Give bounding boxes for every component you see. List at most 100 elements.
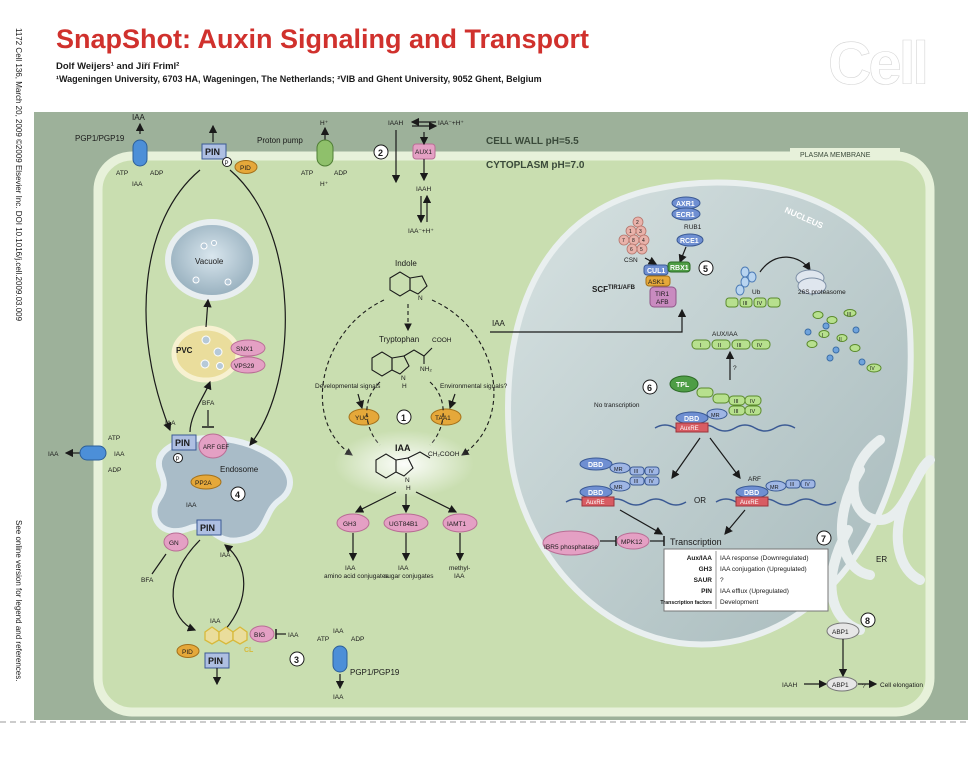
h-top: H⁺ (320, 120, 329, 127)
arf-iv-a-label: IV (649, 469, 654, 475)
plasma-membrane-tag (790, 148, 900, 159)
mr-al (609, 480, 631, 492)
environmental-signals: Environmental signals? (440, 383, 508, 390)
step-2-marker (373, 144, 389, 160)
abp1-cellwall (826, 676, 858, 692)
proton-pump (316, 139, 334, 167)
abp1-er-label: ABP1 (832, 629, 849, 636)
pp2a (190, 474, 222, 490)
snx1-protein (230, 339, 266, 357)
iaa-big: IAA (288, 632, 299, 639)
tir1-afb (649, 286, 677, 308)
table-effect: IAA efflux (Upregulated) (720, 588, 789, 595)
taa1-label: TAA1 (435, 415, 451, 422)
aux1-label: AUX1 (415, 149, 432, 156)
pin-bottom-label: PIN (208, 656, 223, 666)
cell-elongation: Cell elongation (880, 682, 923, 689)
p-top-label: P (225, 161, 229, 167)
step-4-marker (230, 486, 246, 502)
pin-endosome-label: PIN (200, 523, 215, 533)
bfa-bottom: BFA (141, 577, 154, 584)
iaa-left-out: IAA (48, 451, 59, 458)
bfa-top: BFA (202, 400, 215, 407)
ecr1-label: ECR1 (676, 212, 695, 219)
er-label: ER (876, 555, 887, 564)
iaa-pin-left: IAA (165, 420, 176, 427)
iamt-label: IAMT1 (447, 521, 467, 528)
pgp-top-transporter (132, 139, 148, 167)
iaa-pgp-bottom-out: IAA (333, 694, 344, 701)
proton-pump-label: Proton pump (257, 136, 303, 145)
no-transcription: No transcription (594, 402, 640, 409)
arf-iv-b (644, 476, 660, 486)
er-membrane (826, 435, 935, 635)
iaa-top-left: IAA (132, 113, 146, 122)
csn-num-5: 5 (640, 247, 643, 253)
indole-label: Indole (395, 259, 417, 268)
big-protein (249, 625, 275, 643)
aux-iaa-label: AUX/IAA (712, 331, 738, 338)
table-effect: Development (720, 599, 758, 606)
pid-top-label: PID (240, 165, 251, 172)
big-label: BIG (254, 632, 265, 639)
methyl-iaa-line1: methyl- (449, 565, 470, 572)
sugar-conjugates: sugar conjugates (384, 573, 434, 580)
csn-num-8: 8 (632, 238, 635, 244)
iaa-top-left-in: IAA (132, 181, 143, 188)
axr1-label: AXR1 (676, 201, 695, 208)
step-6-label: 6 (647, 383, 652, 393)
mpk12 (616, 532, 650, 550)
dbd-rep-label: DBD (684, 416, 699, 423)
transcription-label: Transcription (670, 537, 722, 547)
ask1-label: ASK1 (648, 279, 665, 286)
ecr1 (671, 207, 701, 221)
ub-label: Ub (752, 289, 761, 296)
pgp-bottom-label: PGP1/PGP19 (350, 668, 400, 677)
tryptophan-cooh: COOH (432, 337, 452, 344)
step-4-label: 4 (235, 490, 240, 500)
arf-iv-b-label: IV (649, 479, 654, 485)
frag-iii: III (847, 312, 851, 318)
csn-num-6: 6 (630, 247, 633, 253)
csn-num-4: 4 (642, 238, 645, 244)
iaa-endosome: IAA (186, 502, 197, 509)
auxre-ar-label: AuxRE (740, 500, 759, 506)
tpl (669, 375, 699, 393)
step-1-label: 1 (401, 413, 406, 423)
table-effect: IAA response (Downregulated) (720, 555, 809, 562)
indole-structure (389, 271, 428, 297)
aux-iv: IV (757, 343, 763, 349)
step-5-label: 5 (703, 264, 708, 274)
page-title: SnapShot: Auxin Signaling and Transport (56, 24, 589, 54)
vacuole (165, 219, 259, 301)
bound-iii: III (743, 301, 748, 307)
iaa-minus-mid: IAA⁻+H⁺ (408, 228, 434, 235)
pid-bottom-label: PID (182, 649, 193, 656)
rce1 (676, 233, 704, 247)
p-top (222, 157, 232, 167)
iaah-mid: IAAH (416, 186, 431, 193)
atp-pump: ATP (301, 170, 313, 177)
bound-aux-iaa (725, 297, 781, 308)
step-7-marker (816, 530, 832, 546)
step-1-marker (396, 409, 412, 425)
or-label: OR (694, 496, 706, 505)
tryptophan-label: Tryptophan (379, 335, 419, 344)
table-gene: PIN (701, 588, 712, 595)
table-gene: Aux/IAA (687, 555, 713, 562)
ask1 (645, 275, 671, 287)
methyl-iaa-line2: IAA (454, 573, 465, 580)
tryptophan-structure (371, 347, 433, 377)
pin-endosome (196, 519, 222, 536)
table-effect: IAA conjugation (Upregulated) (720, 566, 807, 573)
affiliations: ¹Wageningen University, 6703 HA, Wagenin… (56, 74, 542, 84)
ugt-label: UGT84B1 (389, 521, 418, 528)
degraded-fragments (806, 309, 882, 373)
rbx1-label: RBX1 (670, 265, 689, 272)
aux-i: I (700, 343, 702, 349)
cl-label: CL (244, 647, 254, 654)
mpk12-label: MPK12 (621, 539, 643, 546)
side-online-note: See online version for legend and refere… (14, 520, 23, 681)
transcription-table (663, 548, 829, 612)
